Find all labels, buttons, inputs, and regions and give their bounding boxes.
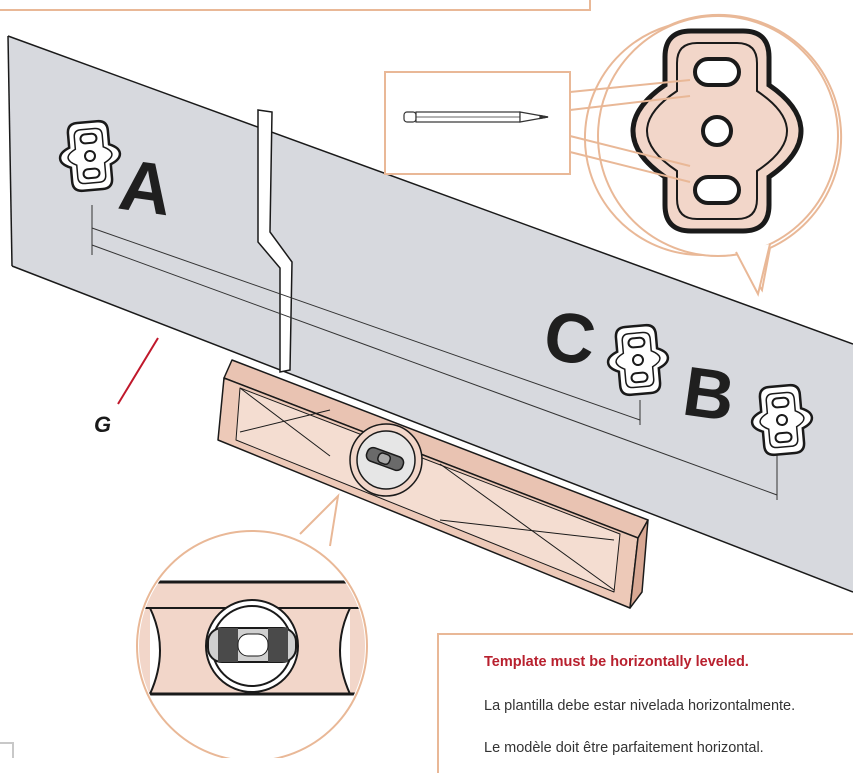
label-b: B [679,352,740,436]
zoom-callout-tail-level [299,493,340,547]
wall-plate-icon [750,383,814,457]
label-c: C [539,296,600,380]
wall-plate-icon [58,119,122,193]
wall-left-edge [7,35,13,267]
instruction-english: Template must be horizontally leveled. [484,654,749,670]
instruction-note-frame [437,633,853,773]
wall-template [8,36,853,592]
label-g: G [94,412,111,437]
page-corner-mark [0,742,14,758]
callout-leader-lines [569,79,691,183]
bubble-vial-icon [139,580,365,696]
g-pointer-line [117,337,159,405]
spirit-level-icon [217,359,649,609]
top-frame-line [0,0,591,11]
label-a: A [114,145,177,231]
break-symbol [257,109,293,373]
zoom-callout-tail [735,243,771,297]
measurement-lines [91,205,778,500]
wall-bottom-edge [11,265,853,593]
pencil-icon [403,111,549,123]
wall-plate-icon [606,323,670,397]
instruction-spanish: La plantilla debe estar nivelada horizon… [484,698,796,714]
wall-top-edge [7,35,853,345]
pencil-callout-box [384,71,571,175]
instruction-french: Le modèle doit être parfaitement horizon… [484,740,764,756]
